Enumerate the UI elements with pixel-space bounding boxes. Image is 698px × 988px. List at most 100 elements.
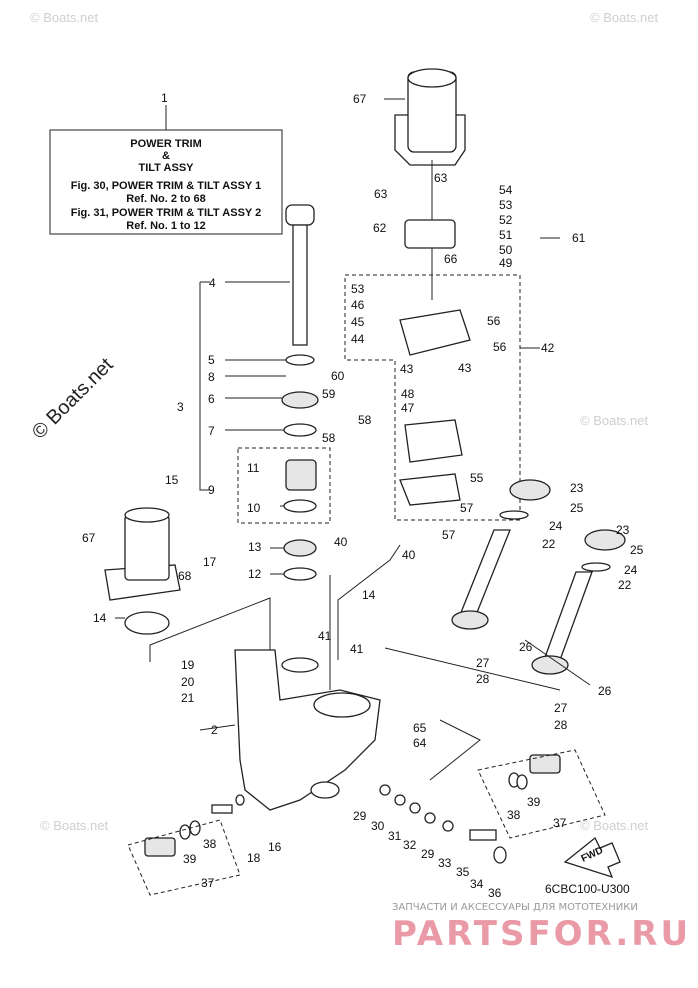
info-line: POWER TRIM	[130, 138, 202, 150]
callout-label: 41	[318, 629, 332, 643]
callout-label: 10	[247, 501, 261, 515]
callout-label: 39	[183, 852, 197, 866]
callout-label: 23	[570, 481, 584, 495]
callout-label: 24	[624, 563, 638, 577]
callout-label: 23	[616, 523, 630, 537]
callout-label: 2	[211, 723, 218, 737]
callout-label: 53	[499, 198, 513, 212]
callout-label: 11	[247, 461, 260, 475]
callout-label: 24	[549, 519, 563, 533]
watermark-text: © Boats.net	[580, 818, 649, 833]
trim-cylinder-part	[451, 479, 626, 675]
tilt-ram-part	[199, 204, 331, 581]
callout-label: 53	[351, 282, 365, 296]
callout-label: 5	[208, 353, 215, 367]
callout-label: 18	[247, 851, 261, 865]
callout-label: 56	[493, 340, 507, 354]
callout-label: 48	[401, 387, 415, 401]
bracket-37-right	[477, 749, 606, 839]
callout-label: 67	[353, 92, 367, 106]
callout-label: 39	[527, 795, 541, 809]
callout-label: 37	[201, 876, 215, 890]
callout-label: 25	[630, 543, 644, 557]
callout-label: 67	[82, 531, 96, 545]
callout-label: 64	[413, 736, 427, 750]
callout-label: 32	[403, 838, 417, 852]
callout-label: 26	[598, 684, 612, 698]
callout-label: 46	[351, 298, 365, 312]
callout-label: 22	[618, 578, 632, 592]
callout-label: 20	[181, 675, 195, 689]
callout-label: 47	[401, 401, 415, 415]
callout-label: 66	[444, 252, 458, 266]
trim-housing-part	[234, 649, 381, 811]
callout-label: 63	[434, 171, 448, 185]
callout-label: 55	[470, 471, 484, 485]
callout-label: 36	[488, 886, 502, 900]
info-line: Ref. No. 2 to 68	[126, 193, 205, 205]
callout-label: 14	[93, 611, 107, 625]
motor-part	[104, 507, 181, 635]
callout-label: 13	[248, 540, 262, 554]
callout-label: 25	[570, 501, 584, 515]
callout-label: 9	[208, 483, 215, 497]
callout-label: 38	[507, 808, 521, 822]
callout-label: 65	[413, 721, 427, 735]
callout-label: 38	[203, 837, 217, 851]
callout-label: 4	[209, 276, 216, 290]
bracket-37-left	[127, 819, 241, 896]
watermark-text: © Boats.net	[580, 413, 649, 428]
callout-label: 58	[358, 413, 372, 427]
callout-label: 16	[268, 840, 282, 854]
info-line: &	[162, 150, 170, 162]
callout-label: 31	[388, 829, 402, 843]
callout-label: 62	[373, 221, 387, 235]
callout-label: 43	[400, 362, 414, 376]
leader-lines	[115, 237, 591, 781]
callout-label: 40	[402, 548, 416, 562]
watermark-text: © Boats.net	[40, 818, 109, 833]
callout-label: 22	[542, 537, 556, 551]
callout-label: 40	[334, 535, 348, 549]
callout-label: 68	[178, 569, 192, 583]
watermark-text: © Boats.net	[590, 10, 659, 25]
callout-label: 43	[458, 361, 472, 375]
watermark-main: © Boats.net	[28, 354, 118, 444]
callout-label: 34	[470, 877, 484, 891]
callout-label: 27	[554, 701, 568, 715]
callout-label: 54	[499, 183, 513, 197]
info-line: Fig. 31, POWER TRIM & TILT ASSY 2	[71, 207, 261, 219]
callout-label: 28	[476, 672, 490, 686]
callout-label: 6	[208, 392, 215, 406]
callout-label: 29	[421, 847, 435, 861]
info-line: Fig. 30, POWER TRIM & TILT ASSY 1	[71, 180, 261, 192]
callout-label: 58	[322, 431, 336, 445]
callout-label: 41	[350, 642, 364, 656]
brand-logo: PARTSFOR.RU	[392, 914, 691, 954]
diagram-code: 6CBC100-U300	[545, 882, 630, 896]
pump-group-bracket	[344, 274, 521, 521]
callout-label: 37	[553, 816, 567, 830]
callout-label: 26	[519, 640, 533, 654]
info-line: TILT ASSY	[139, 162, 195, 174]
callout-label: 15	[165, 473, 179, 487]
watermark-text: © Boats.net	[30, 10, 99, 25]
callout-label: 12	[248, 567, 262, 581]
callout-label: 33	[438, 856, 452, 870]
callout-label: 8	[208, 370, 215, 384]
callout-label: 49	[499, 256, 513, 270]
fwd-arrow-icon: FWD	[563, 836, 621, 879]
callout-label: 56	[487, 314, 501, 328]
callout-label: 17	[203, 555, 217, 569]
callout-label: 42	[541, 341, 555, 355]
info-box: POWER TRIM & TILT ASSY Fig. 30, POWER TR…	[49, 105, 283, 235]
callout-label: 57	[442, 528, 456, 542]
callout-label: 27	[476, 656, 490, 670]
pump-body-part	[399, 219, 471, 506]
callout-label: 7	[208, 424, 215, 438]
callout-label: 60	[331, 369, 345, 383]
callout-label: 21	[181, 691, 195, 705]
callout-label: 52	[499, 213, 513, 227]
callout-label: 29	[353, 809, 367, 823]
